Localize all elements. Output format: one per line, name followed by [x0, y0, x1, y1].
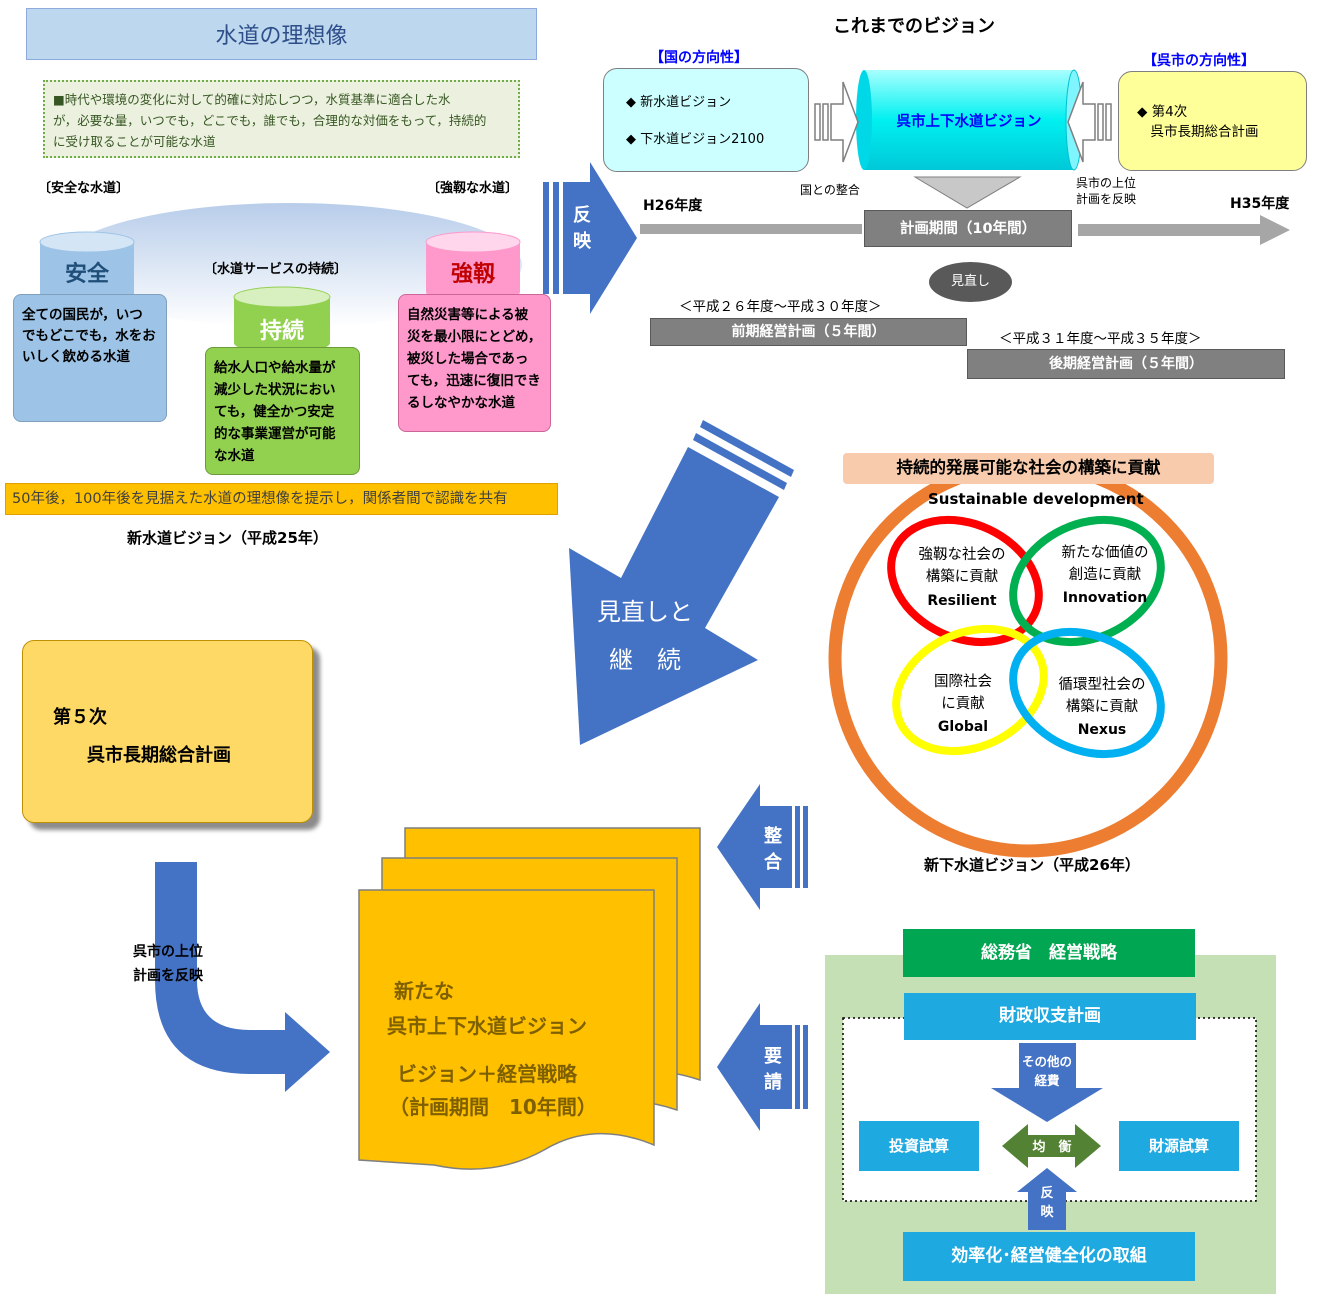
reflect-arrow-label: 反 映	[573, 205, 591, 252]
early-plan: 前期経営計画（５年間）	[650, 318, 967, 346]
late-plan: 後期経営計画（５年間）	[967, 349, 1285, 379]
ring-nexus	[1009, 627, 1165, 759]
period-triangle	[913, 176, 1022, 209]
upper-plan-arrow	[155, 862, 330, 1092]
align-arrow-label: 整 合	[764, 826, 782, 873]
city-label: 【呉市の方向性】	[1143, 53, 1255, 69]
ideal-title-box: 水道の理想像	[26, 8, 537, 60]
nexus-en: Nexus	[1077, 722, 1127, 738]
strategy-reflect-label: 反 映	[1040, 1186, 1054, 1220]
timeline-start: H26年度	[643, 198, 703, 214]
center-vision-label: 呉市上下水道ビジョン	[896, 114, 1042, 130]
resilient-ja: 強靱な社会の 構築に貢献	[918, 547, 1006, 585]
funding-box: 財源試算	[1119, 1121, 1239, 1171]
ring-resilient	[887, 515, 1043, 647]
review-badge: 見直し	[929, 262, 1012, 302]
city-box: ◆ 第4次 呉市長期総合計画	[1118, 71, 1307, 171]
ideal-title: 水道の理想像	[215, 24, 348, 49]
national-item-1: ◆ 新水道ビジョン	[626, 95, 732, 110]
efficiency-box: 効率化･経営健全化の取組	[903, 1232, 1195, 1281]
national-in-arrow	[814, 81, 859, 163]
investment-box: 投資試算	[859, 1121, 979, 1171]
early-range: ＜平成２６年度～平成３０年度＞	[679, 299, 882, 315]
sustainable-circle	[828, 458, 1228, 858]
finance-plan: 財政収支計画	[904, 993, 1196, 1040]
resilient-en: Resilient	[927, 593, 997, 609]
fifth-plan-line2: 呉市長期総合計画	[87, 745, 231, 766]
align-arrow-shape	[717, 784, 808, 910]
new-vision-documents	[358, 827, 701, 1170]
ring-innovation	[1009, 515, 1165, 647]
nexus-ja: 循環型社会の 構築に貢献	[1058, 677, 1146, 715]
city-in-arrow	[1067, 81, 1112, 163]
ideal-description: ■時代や環境の変化に対して的確に対応しつつ，水質基準に適合した水 が，必要な量，…	[43, 80, 520, 158]
review-continue-label: 見直しと 継 続	[597, 598, 693, 674]
fifth-plan-line1: 第５次	[53, 707, 107, 728]
fifth-plan-box: 第５次 呉市長期総合計画	[22, 640, 313, 823]
national-label: 【国の方向性】	[650, 50, 748, 66]
safe-title: 安全	[64, 262, 109, 287]
safe-water-label: 〔安全な水道〕	[38, 181, 130, 196]
national-box: ◆ 新水道ビジョン ◆ 下水道ビジョン2100	[603, 68, 809, 172]
reflect-arrow-shape	[543, 162, 637, 314]
note-city: 呉市の上位 計画を反映	[1076, 176, 1137, 206]
sustain-label: 〔水道サービスの持続〕	[204, 262, 348, 277]
past-vision-title: これまでのビジョン	[833, 16, 995, 37]
new-vision-line2: 呉市上下水道ビジョン	[387, 1014, 587, 1038]
other-costs-arrow	[991, 1043, 1103, 1122]
new-vision-line3: ビジョン＋経営戦略	[397, 1062, 577, 1086]
other-costs-label: その他の 経費	[1021, 1054, 1072, 1088]
request-arrow-shape	[717, 1003, 808, 1131]
strong-title: 強靱	[450, 262, 495, 287]
ring-global	[892, 624, 1048, 756]
reflect-up-arrow	[1017, 1168, 1077, 1230]
balance-label: 均 衡	[1032, 1140, 1072, 1155]
national-item-2: ◆ 下水道ビジョン2100	[626, 132, 765, 147]
center-vision-cylinder	[856, 69, 1083, 171]
new-vision-line1: 新たな	[394, 979, 454, 1003]
ideal-banner: 50年後，100年後を見据えた水道の理想像を提示し，関係者間で認識を共有	[5, 483, 558, 515]
timeline	[640, 215, 1290, 245]
safe-text: 全ての国民が，いつ でもどこでも，水をお いしく飲める水道	[13, 294, 167, 422]
review-continue-arrow	[569, 420, 794, 745]
note-national: 国との整合	[800, 183, 860, 197]
innovation-en: Innovation	[1062, 590, 1148, 606]
sustain-title: 持続	[259, 319, 304, 344]
period-box: 計画期間（10年間）	[864, 210, 1072, 247]
strong-text: 自然災害等による被 災を最小限にとどめ， 被災した場合であっ ても，迅速に復旧で…	[398, 294, 551, 432]
sustain-text: 給水人口や給水量が 減少した状況におい ても，健全かつ安定 的な事業運営が可能 …	[205, 347, 360, 475]
upper-plan-note: 呉市の上位 計画を反映	[133, 944, 203, 984]
sewer-caption: 新下水道ビジョン（平成26年）	[924, 856, 1140, 874]
balance-arrow	[1002, 1124, 1101, 1168]
new-vision-line4: （計画期間 10年間）	[389, 1095, 597, 1119]
global-ja: 国際社会 に貢献	[934, 674, 992, 712]
sewer-banner: 持続的発展可能な社会の構築に貢献	[843, 453, 1214, 484]
strategy-title: 総務省 経営戦略	[903, 929, 1195, 977]
request-arrow-label: 要 請	[764, 1046, 782, 1093]
late-range: ＜平成３１年度～平成３５年度＞	[999, 331, 1202, 347]
sewer-subtitle: Sustainable development	[928, 490, 1144, 508]
global-en: Global	[937, 719, 989, 735]
strong-water-label: 〔強靱な水道〕	[427, 181, 519, 196]
timeline-end: H35年度	[1230, 196, 1290, 212]
innovation-ja: 新たな価値の 創造に貢献	[1061, 545, 1149, 583]
ideal-caption: 新水道ビジョン（平成25年）	[127, 529, 328, 547]
